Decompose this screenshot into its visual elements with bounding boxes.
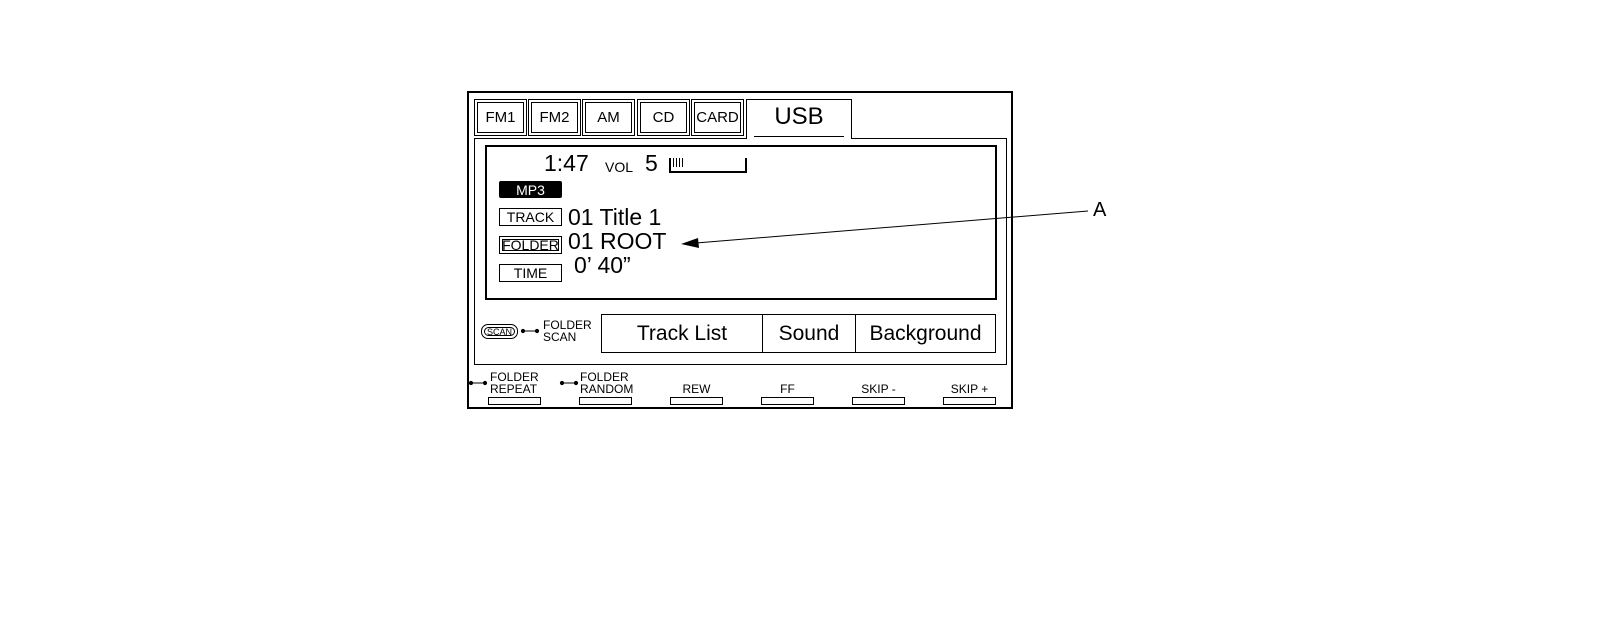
soft-key-label-line1: FOLDER [490,370,539,384]
track-label: TRACK [499,208,562,226]
tab-card[interactable]: CARD [691,99,744,136]
clock: 1:47 [544,150,589,176]
time-value: 0’ 40” [574,252,631,278]
tab-label: FM1 [485,109,516,126]
scan-button[interactable]: SCAN [481,324,518,339]
rew-key[interactable] [670,397,723,405]
background-button[interactable]: Background [855,314,996,353]
tab-fm1[interactable]: FM1 [474,99,527,136]
folder-label: FOLDER [499,236,562,254]
tab-panel [474,138,1007,365]
ff-key[interactable] [761,397,814,405]
time-label: TIME [499,264,562,282]
tab-label: AM [597,109,620,126]
tab-label: CD [652,109,675,126]
soft-key-label-line1: FOLDER [580,370,629,384]
format-badge: MP3 [499,181,562,198]
head-unit-frame [467,91,1013,409]
skip-plus-key[interactable] [943,397,996,405]
tab-label: USB [774,103,824,130]
track-value: 01 Title 1 [568,204,662,230]
tab-usb[interactable]: USB [746,99,852,139]
folder-repeat-key[interactable] [488,397,541,405]
folder-scan-label-line1: FOLDER [543,318,592,332]
tab-label: CARD [696,109,739,126]
folder-random-key[interactable] [579,397,632,405]
folder-scan-label-line2: SCAN [543,330,577,344]
soft-key-label-line2: REW [682,382,711,396]
sound-button[interactable]: Sound [762,314,856,353]
folder-value: 01 ROOT [568,228,667,254]
tab-label: FM2 [539,109,570,126]
tab-cd[interactable]: CD [637,99,690,136]
soft-key-label-line2: SKIP - [861,382,896,396]
soft-key-label-line2: SKIP + [950,382,989,396]
tab-fm2[interactable]: FM2 [528,99,581,136]
soft-key-label-line2: FF [780,382,795,396]
callout-label: A [1093,199,1107,221]
soft-key-label-line2: REPEAT [490,382,538,396]
volume-bar-fill [673,158,683,167]
soft-key-label-line2: RANDOM [580,382,634,396]
volume-label: VOL [605,159,634,175]
skip-minus-key[interactable] [852,397,905,405]
volume-value: 5 [645,150,658,176]
tab-am[interactable]: AM [582,99,635,136]
track-list-button[interactable]: Track List [601,314,763,353]
volume-bar [669,158,747,173]
